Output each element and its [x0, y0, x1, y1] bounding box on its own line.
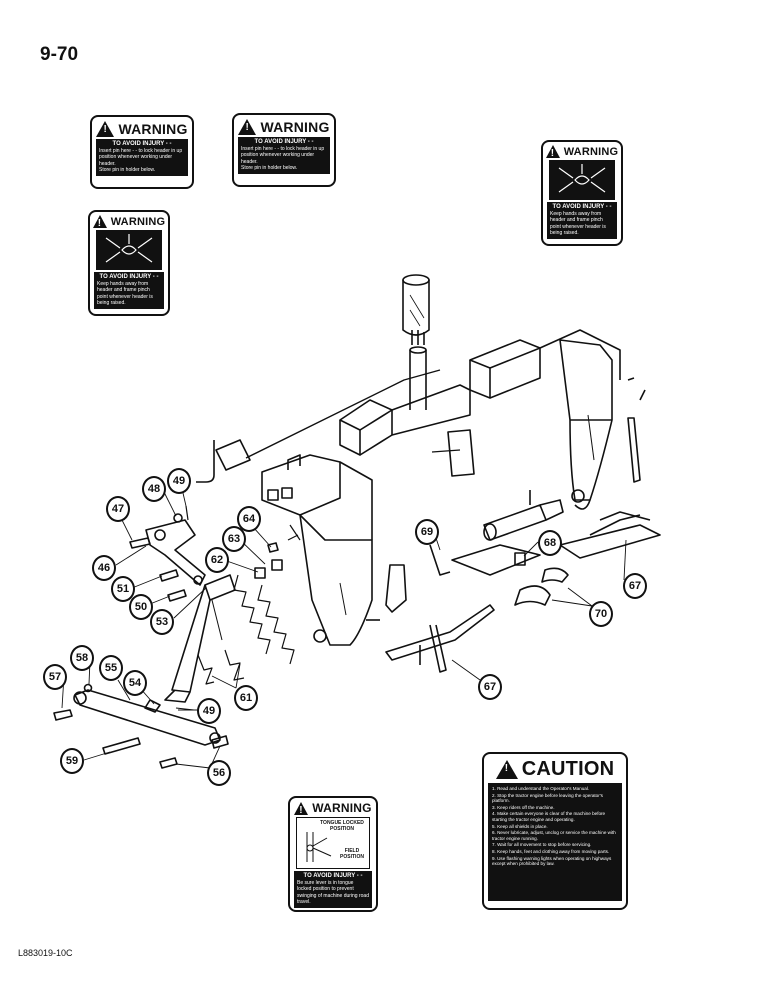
warning-header: WARNING [110, 215, 166, 228]
pinch-point-pictogram [96, 230, 162, 270]
caution-item: 3. Keep riders off the machine. [492, 804, 555, 810]
callout-50: 50 [129, 594, 153, 620]
callout-70: 70 [589, 601, 613, 627]
callout-62: 62 [205, 547, 229, 573]
callout-55: 55 [99, 655, 123, 681]
caution-header: CAUTION [521, 758, 615, 780]
warning-decal-tongue: WARNING TONGUE LOCKED POSITION FIELD POS… [288, 796, 378, 912]
warning-triangle-icon [92, 215, 107, 230]
lever-arm [145, 519, 206, 586]
callout-53: 53 [150, 609, 174, 635]
spindle-assembly [483, 490, 564, 541]
warning-text: Be sure lever is in tongue locked positi… [297, 879, 369, 906]
warning-text: Keep hands away from header and frame pi… [550, 210, 606, 237]
callout-67-upper: 67 [623, 573, 647, 599]
pin-47 [129, 537, 151, 549]
callout-63: 63 [222, 526, 246, 552]
warning-decal-hands-left: WARNING TO AVOID INJURY - - Keep hands a… [88, 210, 170, 316]
reference-code: L883019-10C [18, 948, 73, 958]
link-bar-right [627, 417, 641, 483]
warning-decal-pin-center: WARNING TO AVOID INJURY - - Insert pin h… [232, 113, 336, 187]
warning-subhead: TO AVOID INJURY - - [112, 141, 172, 147]
frame-upright-right [559, 339, 613, 510]
spacer-block [514, 552, 526, 566]
tongue-bracket-lower [385, 604, 495, 673]
bracket-left [215, 439, 251, 471]
caution-item: 5. Keep all shields in place. [492, 823, 548, 829]
mounting-plate [451, 544, 541, 576]
callout-49-lower: 49 [197, 698, 221, 724]
warning-text-2: Store pin in holder below. [99, 167, 156, 173]
callout-47: 47 [106, 496, 130, 522]
callout-59: 59 [60, 748, 84, 774]
pin-59 [102, 737, 141, 755]
warning-triangle-icon [294, 801, 309, 817]
warning-decal-pin-left: WARNING TO AVOID INJURY - - Insert pin h… [90, 115, 194, 189]
warning-text: Insert pin here - - to lock header in up… [99, 147, 183, 167]
hanger-bracket [385, 564, 407, 613]
field-position-label: FIELD POSITION [340, 848, 364, 860]
pin-50 [167, 589, 187, 602]
warning-text: Insert pin here - - to lock header in up… [241, 145, 325, 165]
frame-square-tube [339, 384, 471, 456]
caution-item: 7. Wait for all movement to stop before … [492, 842, 592, 848]
tongue-locked-label: TONGUE LOCKED POSITION [320, 820, 364, 832]
page-number: 9-70 [40, 44, 79, 65]
caution-item: 8. Keep hands, feet and clothing away fr… [492, 848, 610, 854]
caution-item: 4. Make certain everyone is clear of the… [492, 811, 606, 822]
pinch-point-pictogram [549, 160, 615, 200]
warning-header: WARNING [312, 801, 372, 815]
caution-item: 9. Use flashing warning lights when oper… [492, 855, 612, 867]
callout-68: 68 [538, 530, 562, 556]
tongue-position-pictogram: TONGUE LOCKED POSITION FIELD POSITION [296, 817, 370, 869]
control-rod [245, 369, 441, 459]
callout-48: 48 [142, 476, 166, 502]
warning-header: WARNING [118, 121, 188, 137]
nut-58 [83, 683, 93, 693]
frame-rear-box [469, 329, 621, 399]
callout-69: 69 [415, 519, 439, 545]
pin-56b [211, 735, 229, 749]
warning-header: WARNING [563, 145, 619, 158]
cylinder-tube [402, 274, 430, 336]
center-link [447, 429, 475, 477]
callout-58: 58 [70, 645, 94, 671]
vertical-post [409, 330, 427, 410]
warning-header: WARNING [260, 119, 330, 135]
warning-subhead: TO AVOID INJURY - - [99, 274, 159, 280]
caution-item: 1. Read and understand the Operator's Ma… [492, 786, 590, 791]
callout-49: 49 [167, 468, 191, 494]
callout-67-lower: 67 [478, 674, 502, 700]
callout-61: 61 [234, 685, 258, 711]
warning-text-2: Store pin in holder below. [241, 165, 298, 171]
warning-text: Keep hands away from header and frame pi… [97, 280, 153, 307]
warning-subhead: TO AVOID INJURY - - [303, 873, 363, 879]
warning-triangle-icon [238, 119, 257, 135]
warning-triangle-icon [495, 760, 518, 779]
warning-triangle-icon [545, 145, 560, 160]
pin-56a [159, 757, 178, 769]
warning-subhead: TO AVOID INJURY - - [254, 139, 314, 145]
callout-46: 46 [92, 555, 116, 581]
caution-item: 6. Never lubricate, adjust, unclog or se… [492, 830, 616, 841]
caution-item: 2. Stop the tractor engine before leavin… [492, 792, 603, 804]
warning-triangle-icon [96, 121, 115, 137]
caution-decal: CAUTION 1. Read and understand the Opera… [482, 752, 628, 910]
pin-51 [159, 569, 179, 582]
callout-56: 56 [207, 760, 231, 786]
spring-left [197, 574, 271, 685]
warning-subhead: TO AVOID INJURY - - [552, 204, 612, 210]
tongue-bracket-upper [559, 511, 661, 559]
callout-57: 57 [43, 664, 67, 690]
warning-decal-hands-right: WARNING TO AVOID INJURY - - Keep hands a… [541, 140, 623, 246]
pin-57 [53, 709, 73, 721]
callout-54: 54 [123, 670, 147, 696]
frame-upright-left [261, 454, 373, 646]
